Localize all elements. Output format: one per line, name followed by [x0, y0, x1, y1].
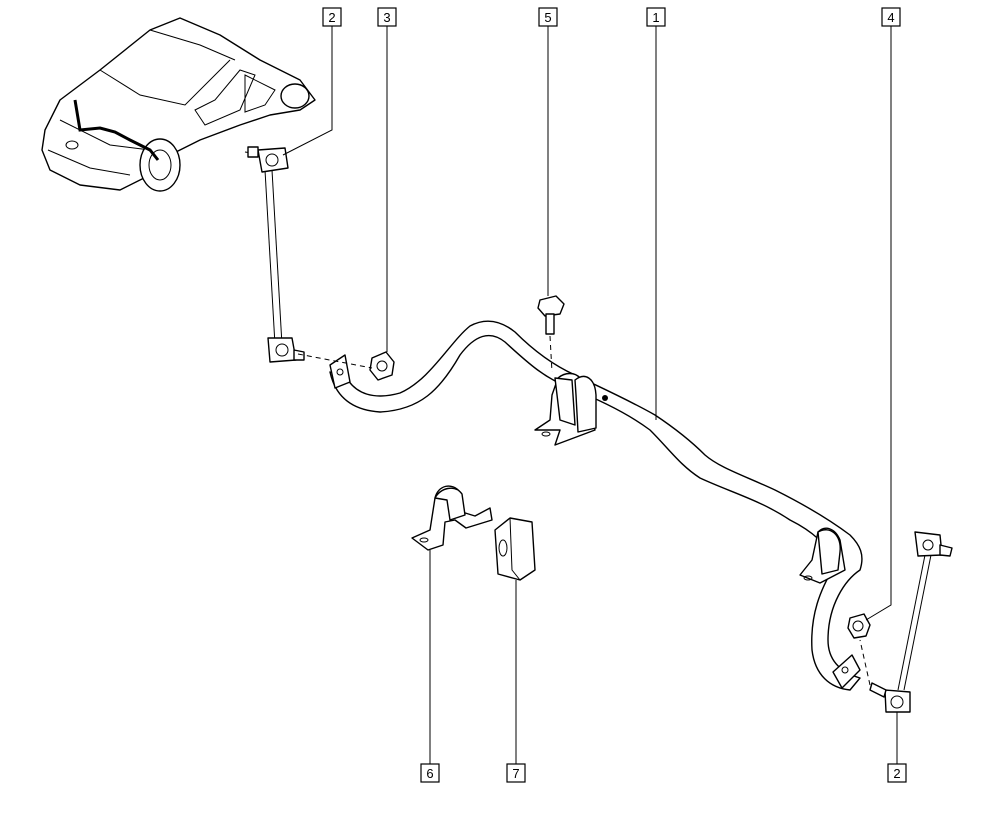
callout-7: 7 — [506, 763, 526, 783]
mounted-bracket-left — [534, 372, 608, 446]
callout-5-label: 5 — [544, 10, 551, 25]
callout-4-label: 4 — [887, 10, 894, 25]
link-rod-right — [869, 531, 953, 713]
callout-3-label: 3 — [383, 10, 390, 25]
mounted-bracket-right — [799, 527, 846, 584]
callout-2-bottom: 2 — [887, 763, 907, 783]
callout-7-label: 7 — [512, 766, 519, 781]
callout-4: 4 — [881, 7, 901, 27]
nut-3-left — [369, 351, 395, 381]
link-rod-left — [244, 146, 305, 363]
callout-6-label: 6 — [426, 766, 433, 781]
callout-2-top: 2 — [322, 7, 342, 27]
callout-5: 5 — [538, 7, 558, 27]
callout-6: 6 — [420, 763, 440, 783]
callout-2-top-label: 2 — [328, 10, 335, 25]
callout-1-label: 1 — [652, 10, 659, 25]
leader-lines — [282, 26, 898, 764]
bush-7 — [494, 517, 536, 581]
callout-2-bottom-label: 2 — [893, 766, 900, 781]
nut-4-right — [847, 613, 871, 639]
callout-1: 1 — [646, 7, 666, 27]
bolt-5 — [537, 295, 565, 373]
vehicle-location-thumbnail — [41, 17, 316, 192]
callout-3: 3 — [377, 7, 397, 27]
bracket-6 — [411, 485, 493, 551]
anti-roll-bar — [329, 320, 863, 691]
